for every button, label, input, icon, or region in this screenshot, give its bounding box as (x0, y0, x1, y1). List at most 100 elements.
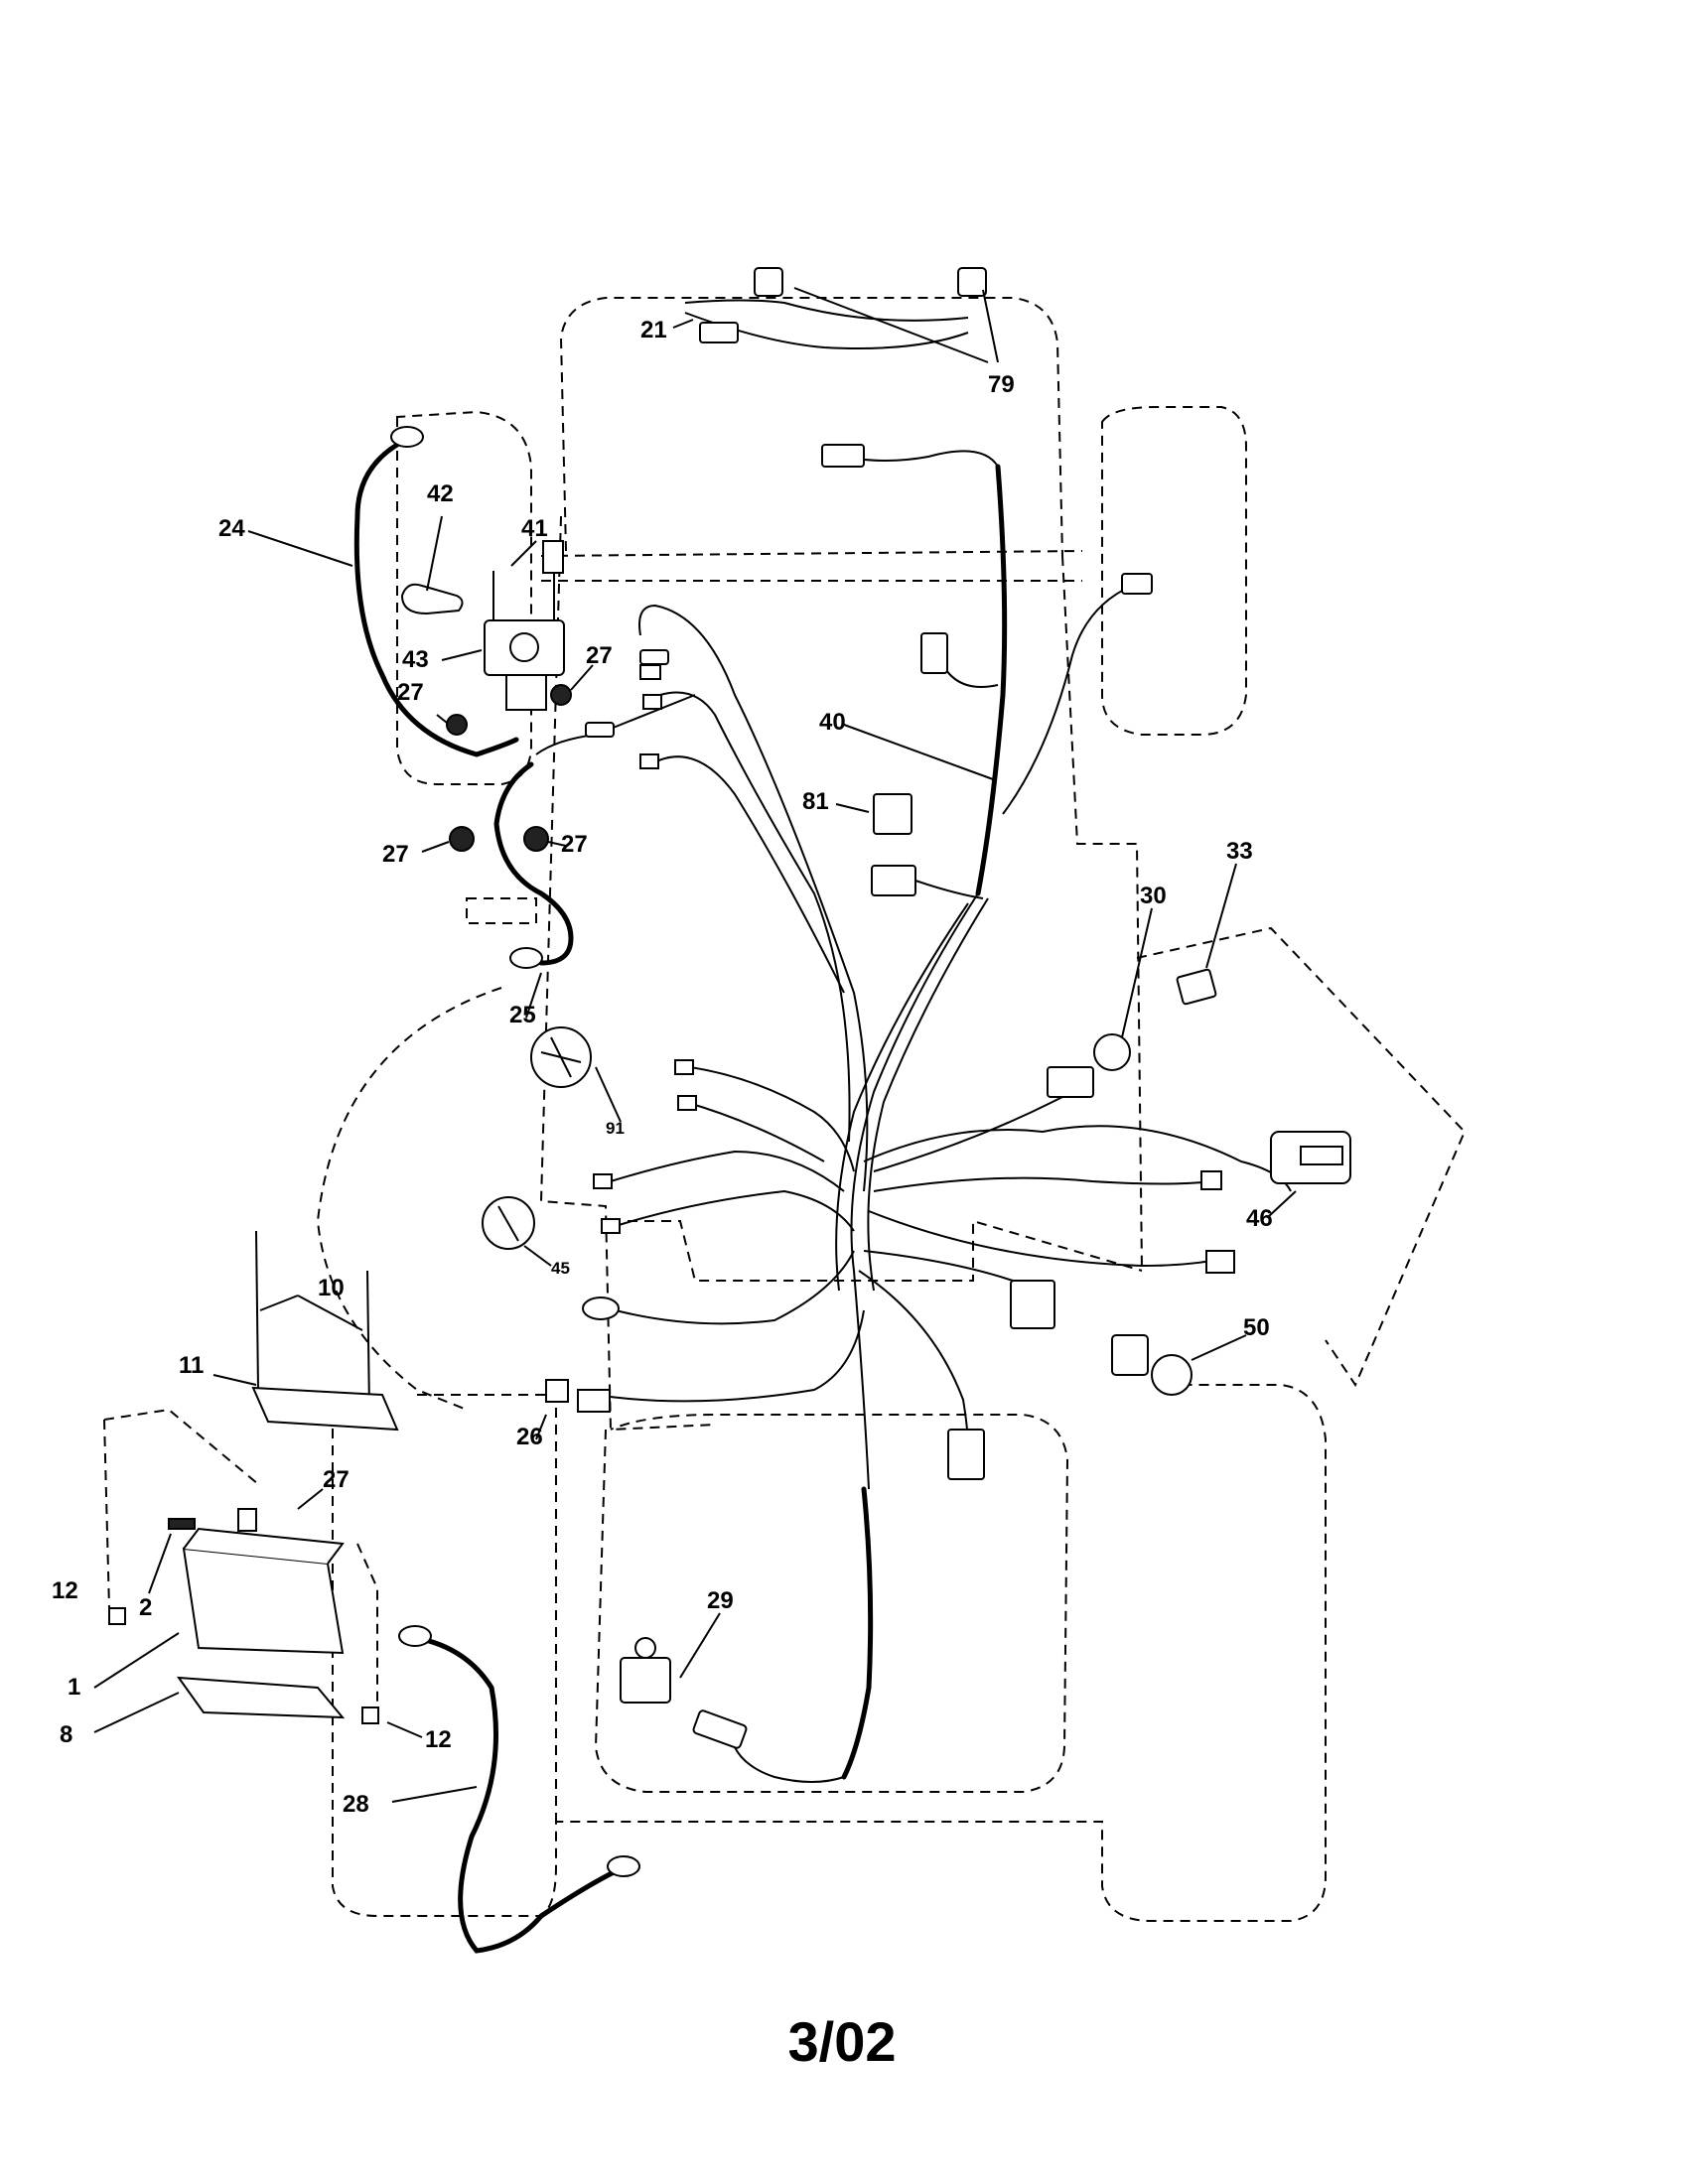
body-outline (611, 1219, 1143, 1282)
frame-right-outline (1061, 555, 1143, 1272)
callout-27b: 27 (586, 642, 613, 669)
callout-21: 21 (640, 317, 667, 343)
deck-left-outline (316, 987, 502, 1411)
seat-switch-29 (620, 1657, 671, 1704)
headlight-harness (672, 267, 999, 363)
solenoid-assembly (247, 426, 696, 1019)
ignition-switch-30 (1093, 1033, 1131, 1071)
leader-33 (1205, 863, 1237, 969)
headlight-bulb-right (957, 267, 987, 297)
branch-right-2 (873, 1176, 1212, 1192)
callout-30: 30 (1140, 883, 1167, 909)
callout-1: 1 (68, 1674, 80, 1701)
callout-50: 50 (1243, 1314, 1270, 1341)
branch-lower-connector (858, 1270, 969, 1450)
battery-assembly (93, 1230, 640, 1954)
front-axle-outline (540, 550, 1083, 582)
branch-gauge-1 (689, 1066, 855, 1172)
seat-switch-wire (734, 1746, 845, 1783)
branch-seat-switch (595, 1309, 865, 1403)
top-connector (821, 444, 865, 468)
callout-45: 45 (551, 1259, 570, 1278)
battery-bolt-2 (168, 1518, 196, 1530)
headlight-bulb-left (754, 267, 783, 297)
leader-45 (523, 1245, 552, 1267)
solenoid-base (505, 674, 547, 711)
relay-body (873, 793, 912, 835)
leader-41 (510, 540, 537, 567)
chassis-outline (103, 297, 1467, 1922)
fuse-holder (585, 722, 615, 738)
relay-81 (835, 793, 984, 899)
front-left-wheel-outline (396, 410, 532, 785)
dash-components (1093, 863, 1351, 1396)
leader-27e (297, 1488, 324, 1510)
callout-42: 42 (427, 480, 454, 507)
leader-27d (547, 841, 567, 847)
nut-27b (550, 684, 572, 706)
ignition-plug (1047, 1066, 1094, 1098)
nut-27c (449, 826, 475, 852)
hood-outline (559, 297, 1063, 557)
leader-1 (93, 1632, 180, 1689)
cable-24 (353, 439, 519, 757)
clip-12a (108, 1607, 126, 1625)
seat-switch-plug (692, 1709, 748, 1749)
battery-nut-27 (237, 1508, 257, 1532)
leader-79 (793, 287, 999, 363)
leader-26 (535, 1414, 547, 1440)
battery-left-outline (103, 1419, 110, 1609)
battery-right-outline (356, 1543, 378, 1707)
choke-body-50 (1111, 1334, 1149, 1376)
callout-41: 41 (521, 515, 548, 542)
battery-bracket-outline (103, 1408, 259, 1485)
plug-26b (577, 1389, 611, 1413)
six-pin-connector (1010, 1280, 1055, 1329)
branch-hourmeter-2 (615, 1189, 855, 1232)
callout-79: 79 (988, 371, 1015, 398)
headlight-wire-top (684, 299, 969, 322)
callout-25: 25 (509, 1002, 536, 1028)
seat-switch-button (634, 1637, 656, 1659)
leader-11 (212, 1374, 257, 1386)
hold-down-rods-10 (255, 1230, 370, 1411)
harness-trunk-b (835, 902, 969, 1292)
branch-right-3 (868, 1210, 1212, 1268)
callout-12b: 12 (425, 1726, 452, 1753)
callout-10: 10 (318, 1275, 345, 1301)
step-tab-outline (466, 897, 537, 924)
battery-top (183, 1527, 345, 1565)
cable-28-ring-bottom (607, 1855, 640, 1877)
leader-40 (843, 724, 994, 780)
leader-27b (570, 664, 594, 691)
callout-40: 40 (819, 709, 846, 736)
safety-switches (535, 1379, 721, 1704)
solenoid-terminal (509, 632, 539, 662)
battery-1 (182, 1547, 345, 1655)
callout-12a: 12 (52, 1577, 78, 1604)
gauge-45-face (497, 1205, 519, 1242)
terminal-right-2 (1205, 1250, 1235, 1274)
lower-connector (947, 1429, 985, 1480)
leader-91 (595, 1066, 622, 1123)
callout-46: 46 (1246, 1205, 1273, 1232)
terminal-gauge-2 (677, 1095, 697, 1111)
branch-hourmeter-1 (610, 1150, 845, 1192)
leader-25 (525, 972, 542, 1019)
choke-knob-50 (1151, 1354, 1193, 1396)
leader-29 (679, 1612, 721, 1679)
plug-26a (545, 1379, 569, 1403)
callout-27e: 27 (323, 1466, 350, 1493)
callout-33: 33 (1226, 838, 1253, 865)
callout-24: 24 (218, 515, 245, 542)
front-right-wheel-outline (1101, 406, 1247, 736)
terminal-hm-1 (593, 1173, 613, 1189)
hold-down-bar-11 (251, 1386, 399, 1432)
callout-2: 2 (139, 1594, 152, 1621)
leader-21 (672, 319, 694, 329)
footer-code: 3/02 (787, 2010, 897, 2073)
leader-12b (386, 1721, 423, 1738)
leader-50 (1191, 1334, 1247, 1361)
cable-28 (414, 1635, 619, 1954)
